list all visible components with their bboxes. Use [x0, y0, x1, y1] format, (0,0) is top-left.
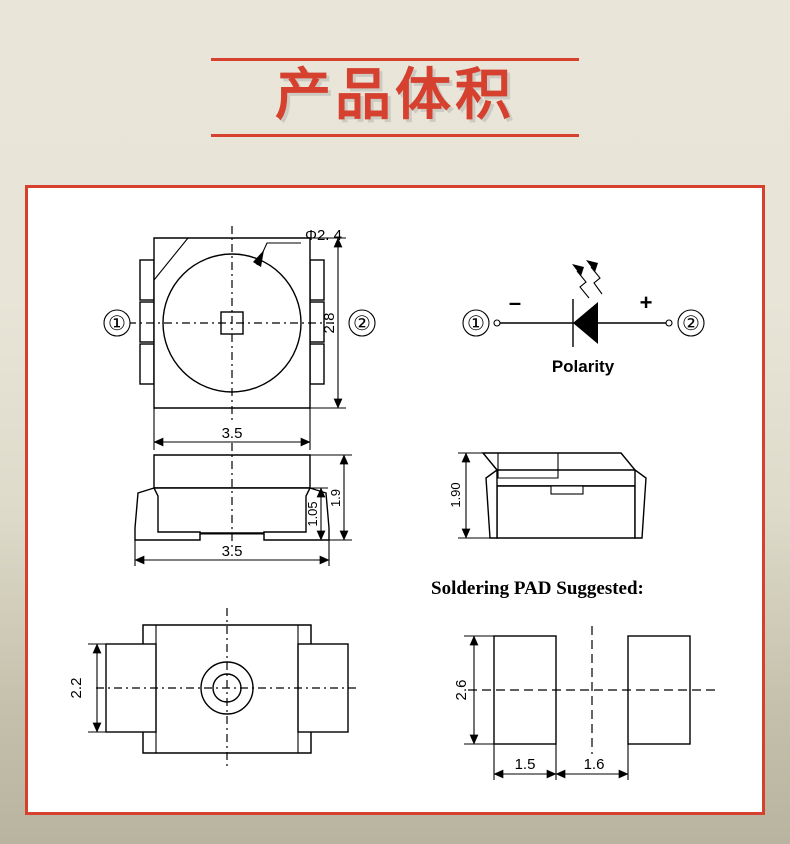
pad-width-label: 1.5 — [515, 756, 536, 773]
svg-text:①: ① — [108, 313, 126, 335]
top-view-width-dimension: 3.5 — [153, 408, 311, 450]
svg-text:①: ① — [467, 313, 485, 335]
front-view-body-height-dimension: 1.05 — [305, 487, 328, 541]
polarity-diagram: – + ① ② Polarity — [462, 260, 705, 376]
plus-sign: + — [640, 290, 653, 315]
drawing-panel: Φ2. 4 3.5 2.8 ① — [25, 185, 765, 815]
pad-gap-dimension: 1.6 — [555, 744, 629, 780]
top-view: Φ2. 4 3.5 2.8 ① — [103, 226, 376, 450]
front-view-total-height-dimension: 1.9 — [310, 454, 352, 541]
top-view-height-label: 2.8 — [321, 313, 338, 334]
pad-width-dimension: 1.5 — [493, 744, 557, 780]
front-view-width-label: 3.5 — [222, 543, 243, 560]
svg-text:②: ② — [353, 313, 371, 335]
title-block: 产品体积 — [0, 0, 790, 185]
diameter-callout: Φ2. 4 — [253, 227, 342, 267]
top-view-terminal-2: ② — [348, 309, 376, 337]
polarity-terminal-2: ② — [677, 309, 705, 337]
pad-height-dimension: 2.6 — [453, 635, 494, 745]
top-view-width-label: 3.5 — [222, 425, 243, 442]
soldering-pad-title: Soldering PAD Suggested: — [431, 578, 644, 599]
bottom-view: 2.2 — [68, 608, 358, 770]
technical-drawing: Φ2. 4 3.5 2.8 ① — [68, 226, 718, 780]
front-view: 3.5 1.05 1.9 — [134, 443, 352, 566]
side-view-height-label: 1.90 — [448, 482, 463, 507]
top-view-right-terminals — [309, 259, 325, 385]
polarity-terminal-1: ① — [462, 309, 490, 337]
polarity-caption: Polarity — [552, 357, 615, 376]
top-view-terminal-1: ① — [103, 309, 131, 337]
bottom-view-height-dimension: 2.2 — [68, 643, 106, 733]
minus-sign: – — [509, 290, 521, 315]
front-view-body-height-label: 1.05 — [305, 501, 320, 526]
diameter-label: Φ2. 4 — [305, 227, 342, 244]
page-title: 产品体积 — [275, 63, 515, 128]
front-view-total-height-label: 1.9 — [328, 489, 343, 507]
side-view: 1.90 — [448, 452, 647, 539]
top-view-left-terminals — [139, 259, 155, 385]
top-view-height-dimension: 2.8 — [310, 237, 346, 409]
front-view-width-dimension: 3.5 — [134, 540, 330, 566]
pad-height-label: 2.6 — [453, 680, 470, 701]
bottom-view-height-label: 2.2 — [68, 678, 85, 699]
side-view-height-dimension: 1.90 — [448, 452, 490, 539]
title-rule-top — [211, 58, 579, 61]
pad-gap-label: 1.6 — [584, 756, 605, 773]
soldering-pad-view: Soldering PAD Suggested: 2.6 1.5 — [431, 578, 718, 780]
svg-text:②: ② — [682, 313, 700, 335]
title-rule-bottom — [211, 134, 579, 137]
